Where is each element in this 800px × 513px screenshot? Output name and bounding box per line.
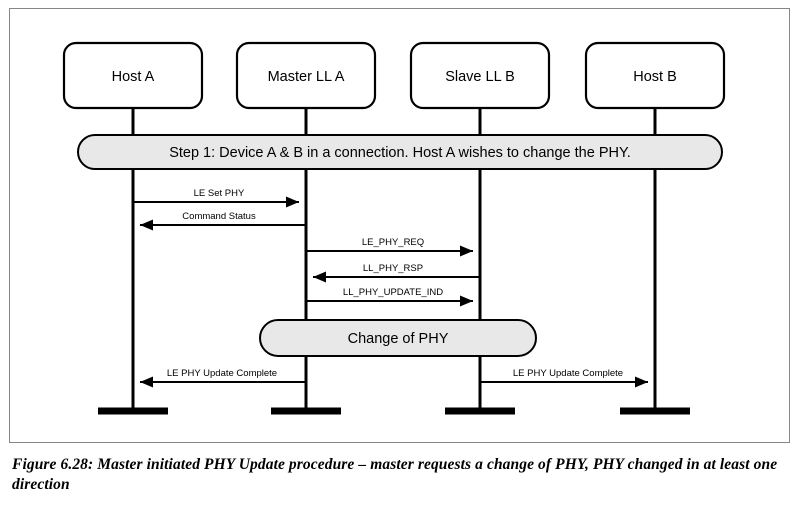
- message-label-le-set-phy: LE Set PHY: [194, 188, 245, 199]
- participant-box-host-b[interactable]: Host B: [584, 41, 726, 110]
- message-label-le-phy-update-complete-right: LE PHY Update Complete: [513, 368, 623, 379]
- participant-label-slave-ll-b: Slave LL B: [445, 69, 515, 85]
- banner-step-1-label: Step 1: Device A & B in a connection. Ho…: [169, 145, 631, 161]
- sequence-diagram: Host A Master LL A Slave LL B Host B Ste…: [62, 41, 726, 415]
- message-command-status[interactable]: Command Status: [140, 211, 306, 231]
- figure-caption: Figure 6.28: Master initiated PHY Update…: [12, 456, 778, 493]
- participant-box-slave-ll-b[interactable]: Slave LL B: [409, 41, 551, 110]
- message-le-phy-update-complete-right[interactable]: LE PHY Update Complete: [480, 368, 648, 388]
- message-label-ll-phy-rsp: LL_PHY_RSP: [363, 263, 423, 274]
- message-label-ll-phy-update-ind: LL_PHY_UPDATE_IND: [343, 287, 443, 298]
- message-le-set-phy[interactable]: LE Set PHY: [133, 188, 299, 208]
- message-label-le-phy-update-complete-left: LE PHY Update Complete: [167, 368, 277, 379]
- banner-change-of-phy-label: Change of PHY: [348, 331, 449, 347]
- participant-box-host-a[interactable]: Host A: [62, 41, 204, 110]
- message-le-phy-req[interactable]: LE_PHY_REQ: [306, 237, 473, 257]
- participant-label-master-ll-a: Master LL A: [268, 69, 345, 85]
- participant-box-master-ll-a[interactable]: Master LL A: [235, 41, 377, 110]
- message-le-phy-update-complete-left[interactable]: LE PHY Update Complete: [140, 368, 306, 388]
- message-ll-phy-update-ind[interactable]: LL_PHY_UPDATE_IND: [306, 287, 473, 307]
- banner-step-1[interactable]: Step 1: Device A & B in a connection. Ho…: [77, 134, 723, 170]
- participant-label-host-a: Host A: [112, 69, 155, 85]
- message-ll-phy-rsp[interactable]: LL_PHY_RSP: [313, 263, 480, 283]
- message-label-command-status: Command Status: [182, 211, 256, 222]
- banner-change-of-phy[interactable]: Change of PHY: [259, 319, 537, 357]
- message-label-le-phy-req: LE_PHY_REQ: [362, 237, 424, 248]
- participant-label-host-b: Host B: [633, 69, 677, 85]
